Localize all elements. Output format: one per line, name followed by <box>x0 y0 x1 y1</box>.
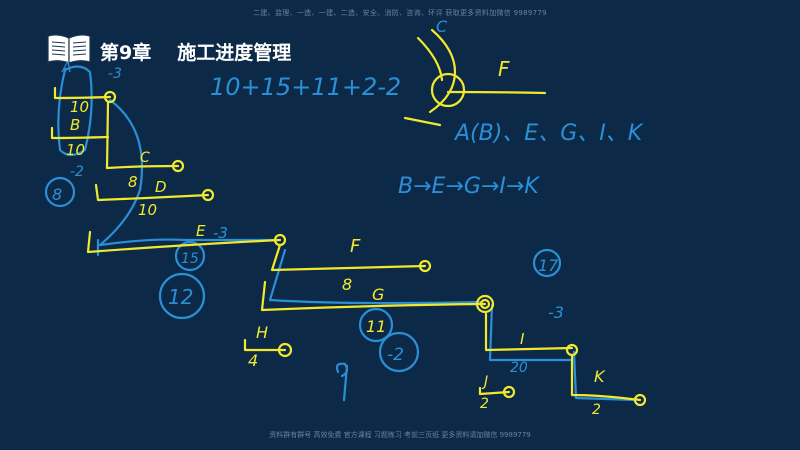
circle-17 <box>532 248 562 278</box>
page-title: 第9章 施工进度管理 <box>100 38 291 65</box>
arrow-e <box>86 230 282 254</box>
arrow-b <box>50 126 110 140</box>
circle-11 <box>358 307 394 343</box>
arrow-j <box>478 386 511 396</box>
open-book-icon <box>47 34 91 64</box>
dur-j: 2 <box>480 396 489 412</box>
circle-neg2-text: -2 <box>387 345 404 365</box>
arrow-c <box>105 164 180 170</box>
path-sequence-text: B→E→G→I→K <box>398 174 540 199</box>
circle-12 <box>158 272 206 320</box>
circle-15 <box>174 240 206 272</box>
label-j: J <box>481 374 488 390</box>
top-watermark: 二建、监理、一造、一建、二造、安全、消防、咨询、环评 获取更多资料加微信 998… <box>253 9 547 17</box>
dur-b: 10 <box>66 141 85 159</box>
circle-8-lag: -2 <box>70 164 84 180</box>
label-h: H <box>256 323 268 342</box>
dur-e: 15 <box>181 251 199 267</box>
label-b: B <box>70 116 80 134</box>
lag-a: -3 <box>108 66 122 82</box>
arrow-d <box>94 183 210 202</box>
dur-k: 2 <box>592 402 601 418</box>
label-c: C <box>140 150 150 166</box>
dur-g: 11 <box>366 317 386 336</box>
circle-12-text: 12 <box>168 285 193 309</box>
dur-h: 4 <box>248 351 258 370</box>
dur-i: 20 <box>510 360 528 376</box>
circle-8 <box>44 176 76 208</box>
ab-oval <box>57 65 93 157</box>
arrow-h <box>243 338 287 352</box>
blue-critical-path-c <box>488 303 572 362</box>
arrow-a <box>53 86 112 100</box>
arrow-i <box>484 312 574 352</box>
label-e: E <box>196 222 206 240</box>
circle-17-text: 17 <box>538 256 559 275</box>
dur-f: 8 <box>342 275 352 294</box>
label-g: G <box>372 285 384 304</box>
dur-a: 10 <box>70 98 89 116</box>
blue-critical-path-b <box>268 248 482 305</box>
chapter-title: 施工进度管理 <box>177 42 292 64</box>
blue-critical-path-d <box>572 350 637 402</box>
dur-c: 8 <box>128 173 138 191</box>
path-list-text: A(B)、E、G、I、K <box>453 121 644 146</box>
lag-e: -3 <box>213 224 228 242</box>
arrow-f <box>270 243 427 272</box>
equation-text: 10+15+11+2-2 <box>210 73 401 101</box>
label-a-top: A <box>61 60 72 76</box>
node-c-label: C <box>436 17 448 36</box>
circle-8-text: 8 <box>52 185 62 204</box>
top-right-node-c <box>428 28 457 114</box>
arrow-k <box>570 354 642 402</box>
top-right-f-line <box>446 90 547 95</box>
label-k: K <box>594 367 606 386</box>
label-f: F <box>350 236 361 257</box>
arrow-g <box>260 280 487 312</box>
chapter-label: 第9章 <box>100 42 152 64</box>
node-f-top-label: F <box>498 57 510 81</box>
lag-neg3: -3 <box>548 303 564 322</box>
label-i: I <box>520 330 525 348</box>
dur-d: 10 <box>138 201 157 219</box>
circle-neg2 <box>378 331 420 373</box>
blue-critical-path-a <box>98 98 280 247</box>
bottom-watermark: 资料群有群号 高效免费 官方课程 习题练习 考前三页纸 更多资料请加微信 998… <box>269 431 531 439</box>
label-d: D <box>155 178 167 196</box>
